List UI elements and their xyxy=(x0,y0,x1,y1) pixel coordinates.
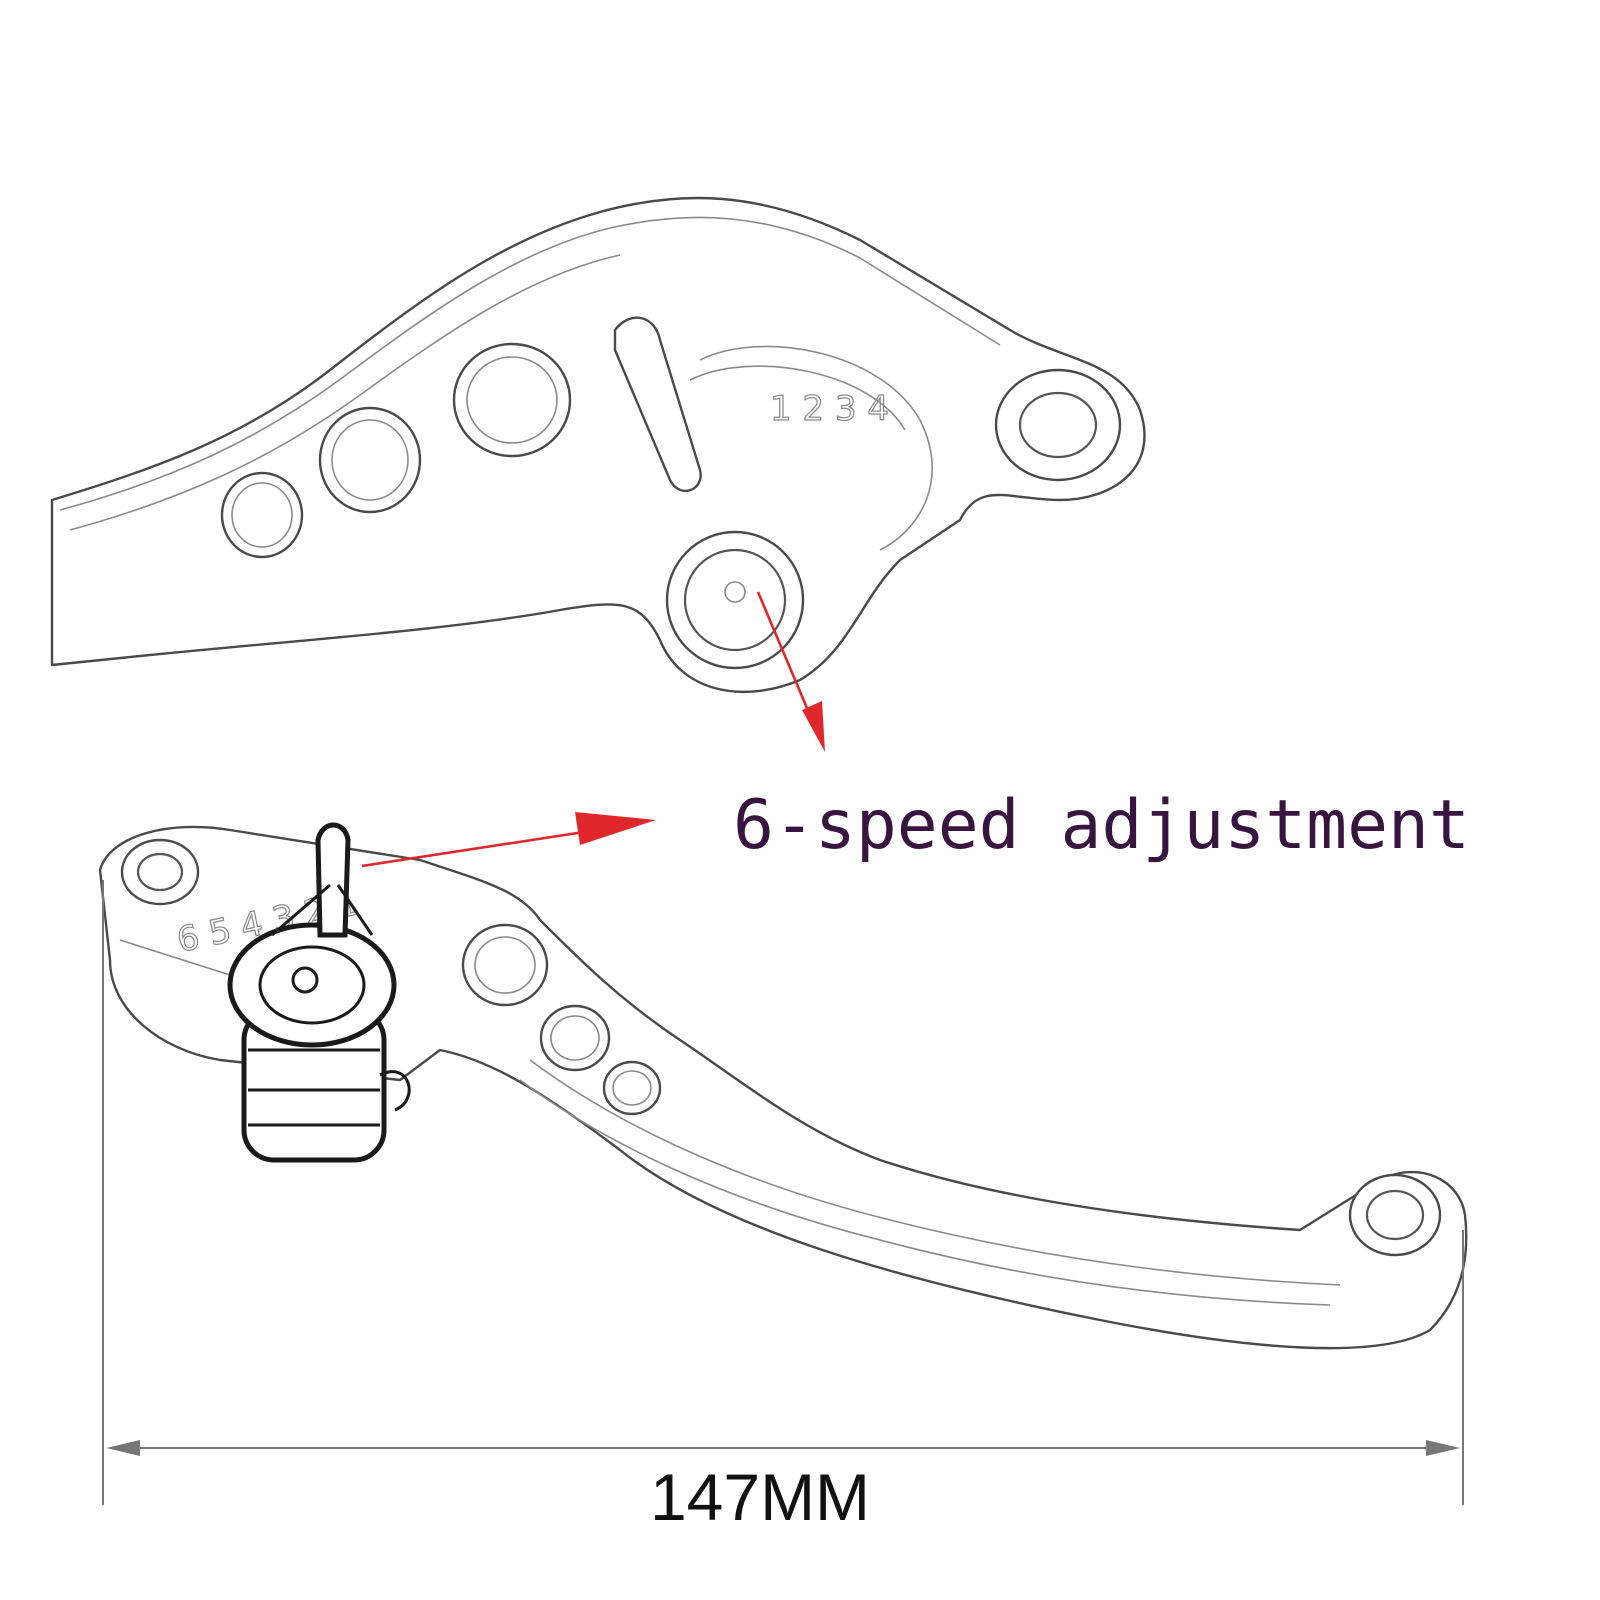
bottom-lever-selector-pin xyxy=(271,822,374,938)
top-lever-hole-1 xyxy=(220,471,304,559)
bottom-lever-adjust-knob xyxy=(227,922,411,1163)
callout-arrow-bottom xyxy=(361,812,656,868)
top-lever-pivot xyxy=(994,368,1122,482)
top-lever-adjust-knob xyxy=(665,530,805,670)
dimension-line xyxy=(102,880,1464,1505)
bottom-lever-hole-2 xyxy=(539,1004,611,1072)
bottom-lever-mount-hole xyxy=(120,838,200,906)
callout-label: 6-speed adjustment xyxy=(733,786,1470,865)
top-lever-hole-3 xyxy=(452,342,572,458)
bottom-lever-tip-hole xyxy=(1348,1173,1442,1257)
callout-arrow-top xyxy=(756,591,825,752)
top-lever-engraving: 1 2 3 4 xyxy=(770,389,889,429)
top-lever-icon: 1 2 3 4 xyxy=(50,196,1146,693)
dimension-label: 147MM xyxy=(650,1460,870,1534)
top-lever-hole-2 xyxy=(318,406,422,514)
bottom-lever-icon: 6 5 4 3 2 1 xyxy=(98,822,1468,1350)
bottom-lever-hole-3 xyxy=(602,1060,662,1116)
bottom-lever-hole-1 xyxy=(461,923,549,1007)
